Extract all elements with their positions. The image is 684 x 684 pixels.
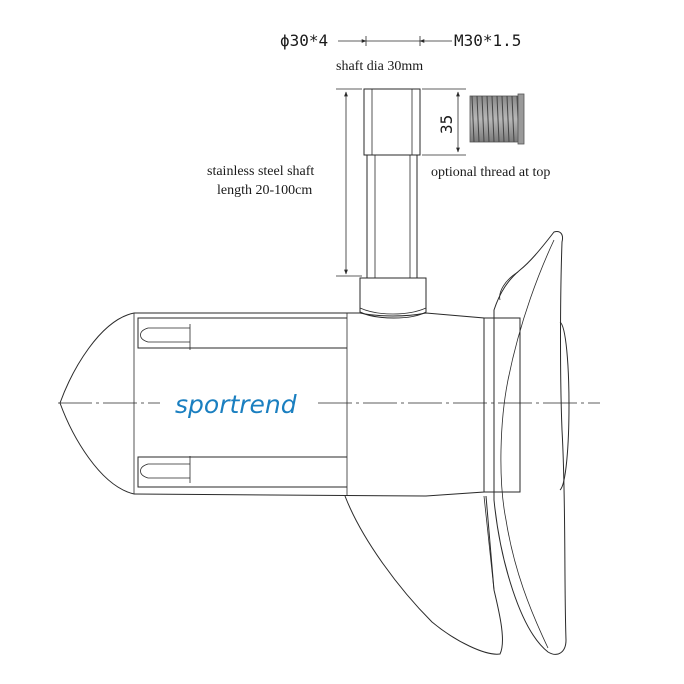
propeller-blade (493, 231, 567, 655)
thread-spec-label: M30*1.5 (454, 31, 521, 50)
shaft-top-section (363, 88, 421, 156)
shaft-length-line2: length 20-100cm (217, 183, 312, 198)
nose-cone (59, 312, 135, 495)
shaft-length-line1: stainless steel shaft (207, 164, 314, 179)
skeg (344, 495, 503, 655)
motor-body (59, 277, 570, 497)
top-dimension: ϕ30*4 M30*1.5 shaft dia 30mm (280, 31, 521, 74)
optional-thread-label: optional thread at top (431, 165, 550, 180)
shaft-dia-label: shaft dia 30mm (336, 59, 423, 74)
thread-diameter-label: ϕ30*4 (280, 31, 328, 50)
shaft (363, 88, 421, 278)
brand-backdrop (162, 388, 310, 420)
propeller (493, 231, 567, 655)
shaft-collar (359, 277, 427, 319)
thread-length-label: 35 (437, 115, 456, 134)
shaft-length-dimension: stainless steel shaft length 20-100cm (207, 88, 362, 277)
threaded-rod-icon (469, 93, 525, 145)
brand-logo: sportrend (175, 390, 297, 419)
skeg-fin (344, 495, 503, 655)
thread-length-dimension: 35 (422, 88, 466, 156)
